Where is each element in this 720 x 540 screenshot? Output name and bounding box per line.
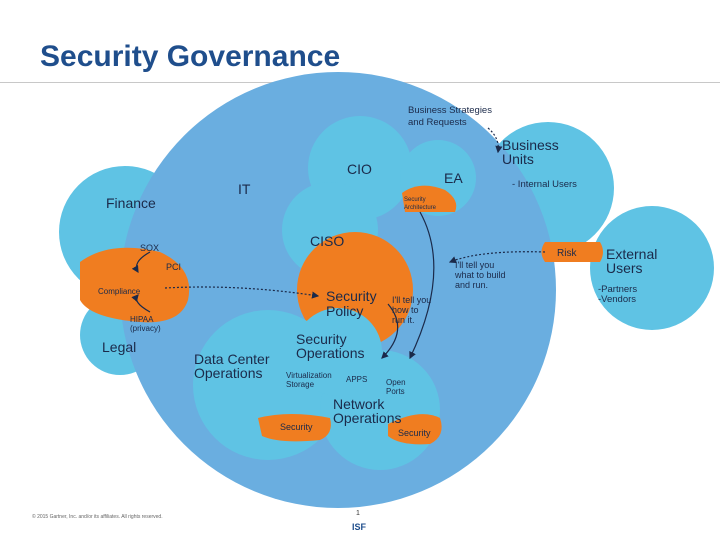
open-ports-label-2: Ports	[386, 387, 405, 396]
security-policy-label-2: Policy	[326, 303, 363, 319]
dc-label-2: Operations	[194, 365, 262, 381]
sox-arrow	[131, 251, 151, 274]
security-architecture-label-1: Security	[404, 197, 426, 203]
security-right-label: Security	[398, 428, 431, 438]
risk-arrow	[448, 251, 546, 264]
legal-label: Legal	[102, 339, 136, 355]
compliance-blob	[80, 247, 190, 323]
vendors-label: -Vendors	[598, 294, 636, 305]
external-users-circle	[590, 206, 714, 330]
secops-label-2: Operations	[296, 345, 364, 361]
build-label-1: I'll tell you	[455, 260, 494, 270]
units-label: Units	[502, 151, 534, 167]
dc-label-1: Data Center	[194, 351, 270, 367]
external-label: External	[606, 246, 657, 262]
page-title: Security Governance	[40, 40, 341, 73]
security-ops-circle	[294, 308, 382, 396]
pci-label: PCI	[166, 262, 181, 272]
security-policy-label-1: Security	[326, 288, 377, 304]
page-number: 1	[356, 510, 360, 517]
policy-to-ops-arrow	[381, 303, 399, 359]
apps-label: APPS	[346, 375, 367, 384]
ea-to-build-arrow	[409, 211, 435, 360]
network-ops-label-2: Operations	[333, 410, 401, 426]
sox-label: SOX	[140, 243, 159, 253]
secops-label-1: Security	[296, 331, 347, 347]
business-strategies-label: Business Strategies	[408, 105, 492, 116]
copyright-footer: © 2015 Gartner, Inc. and/or its affiliat…	[32, 514, 163, 520]
cio-label: CIO	[347, 161, 372, 177]
risk-blob	[541, 242, 603, 262]
build-label-2: what to build	[454, 270, 506, 280]
internal-users-label: - Internal Users	[512, 179, 577, 190]
security-left-blob	[258, 414, 331, 442]
compliance-label: Compliance	[98, 287, 141, 296]
strategy-arrow	[487, 127, 503, 154]
security-architecture-label-2: Architecture	[404, 205, 437, 211]
privacy-label: (privacy)	[130, 324, 161, 333]
howto-label-2: how to	[392, 305, 419, 315]
finance-label: Finance	[106, 195, 156, 211]
business-label: Business	[502, 137, 559, 153]
it-label: IT	[238, 181, 251, 197]
virtualization-label-1: Virtualization	[286, 371, 332, 380]
howto-label-1: I'll tell you	[392, 295, 431, 305]
security-left-label: Security	[280, 422, 313, 432]
partners-label: -Partners	[598, 284, 637, 295]
compliance-arrow	[164, 286, 320, 299]
open-ports-label-1: Open	[386, 378, 406, 387]
howto-label-3: run it.	[392, 315, 415, 325]
ea-label: EA	[444, 170, 463, 186]
build-label-3: and run.	[455, 280, 488, 290]
ciso-label: CISO	[310, 233, 344, 249]
isf-logo: ISF	[352, 522, 367, 532]
and-requests-label: and Requests	[408, 117, 467, 128]
security-architecture-blob	[402, 185, 457, 212]
virtualization-label-2: Storage	[286, 380, 315, 389]
network-ops-label-1: Network	[333, 396, 385, 412]
security-right-blob	[388, 414, 442, 445]
risk-label: Risk	[557, 248, 577, 259]
users-label: Users	[606, 260, 643, 276]
hipaa-arrow	[131, 294, 151, 313]
hipaa-label: HIPAA	[130, 315, 154, 324]
